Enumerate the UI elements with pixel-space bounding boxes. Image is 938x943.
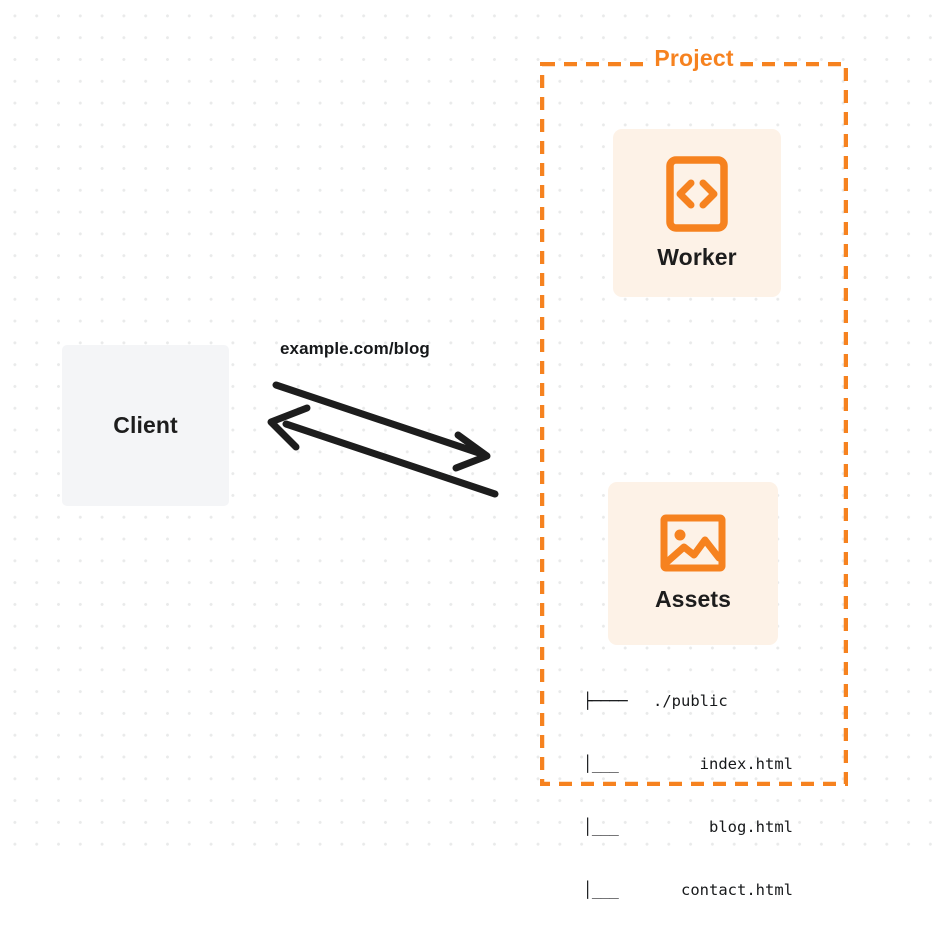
file-tree-row: ├──── ./public [583, 691, 801, 712]
file-tree-row: │___ contact.html [583, 880, 801, 901]
file-tree-row: │___ index.html [583, 754, 801, 775]
file-tree-row: │___ blog.html [583, 817, 801, 838]
assets-label: Assets [654, 586, 732, 612]
tree-node-name: ./public [653, 692, 728, 710]
assets-file-tree: ├──── ./public │___ index.html │___ blog… [583, 649, 801, 943]
assets-card[interactable]: Assets [608, 482, 778, 645]
request-arrow [272, 381, 491, 472]
client-node[interactable]: Client [62, 345, 229, 506]
diagram-canvas: Client example.com/blog Project Wor [0, 0, 938, 899]
image-icon [660, 514, 726, 572]
tree-node-name: blog.html [709, 818, 793, 836]
tree-branch-glyph: │___ [583, 881, 619, 899]
tree-branch-glyph: ├──── [583, 692, 628, 710]
project-group: Project Worker Assets ├──── ./public [540, 45, 848, 899]
client-label: Client [113, 412, 178, 438]
worker-label: Worker [657, 243, 737, 270]
connection-label: example.com/blog [280, 339, 430, 358]
project-title: Project [647, 45, 741, 72]
worker-card[interactable]: Worker [613, 129, 781, 297]
tree-node-name: index.html [699, 755, 793, 773]
tree-node-name: contact.html [681, 881, 793, 899]
tree-branch-glyph: │___ [583, 818, 619, 836]
tree-branch-glyph: │___ [583, 755, 619, 773]
project-dashed-border [540, 62, 848, 786]
code-file-icon [666, 155, 728, 232]
response-arrow [267, 404, 499, 498]
